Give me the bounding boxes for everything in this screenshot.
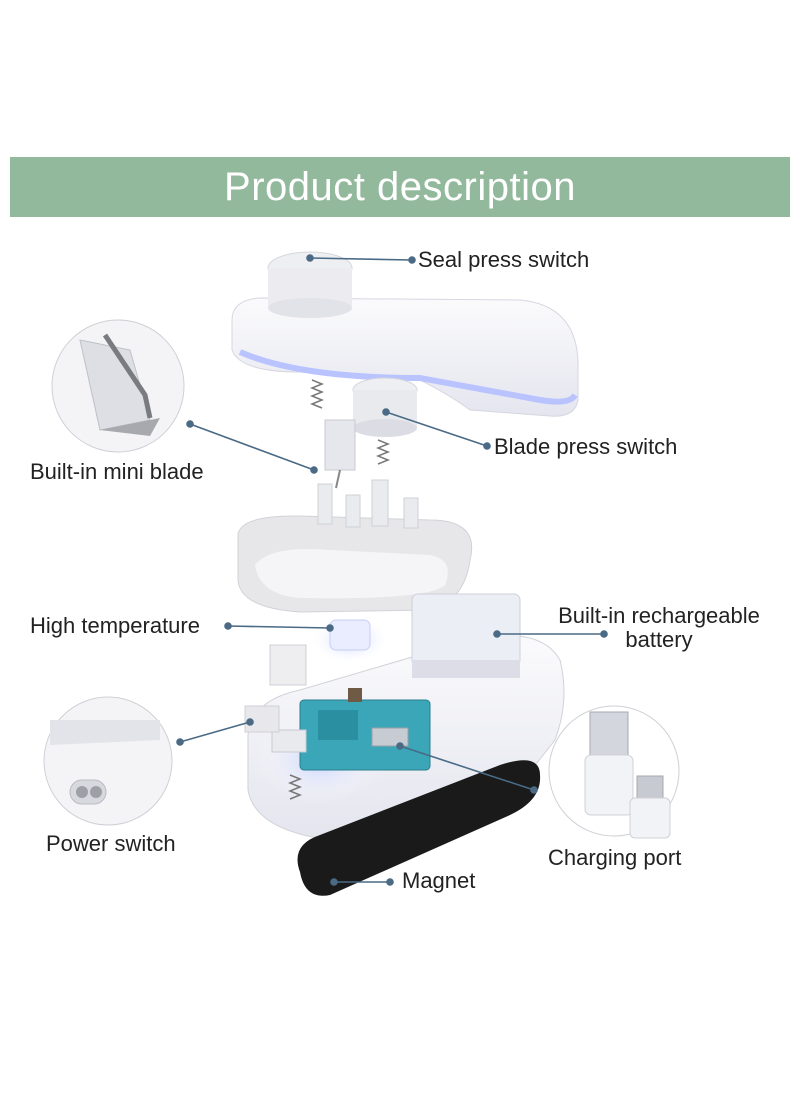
label-magnet: Magnet [402,868,476,893]
label-battery: Built-in rechargeable battery [546,604,772,652]
mini-blade-holder [324,419,356,489]
top-lid [231,251,579,417]
middle-tray [237,479,472,613]
circuit-board [271,688,431,771]
blade-press-knob [352,377,418,437]
zoom-circle-power-switch [43,696,173,826]
zoom-circle-charging-port [548,705,680,839]
label-seal-press-switch: Seal press switch [418,247,590,272]
label-high-temperature: High temperature [30,613,200,638]
zoom-circle-blade [51,319,185,453]
label-built-in-mini-blade: Built-in mini blade [30,459,204,484]
label-blade-press-switch: Blade press switch [494,434,678,459]
title-banner: Product description [10,157,790,217]
base-spring [287,774,303,800]
heating-element [310,616,390,664]
page-title: Product description [224,164,576,209]
label-charging-port: Charging port [548,845,682,870]
magnet-plate [297,760,541,896]
label-battery-line2: battery [625,627,693,652]
battery [411,593,521,678]
label-battery-line1: Built-in rechargeable [558,603,760,628]
label-power-switch: Power switch [46,831,176,856]
leader-lines [176,254,608,886]
springs [309,379,391,465]
